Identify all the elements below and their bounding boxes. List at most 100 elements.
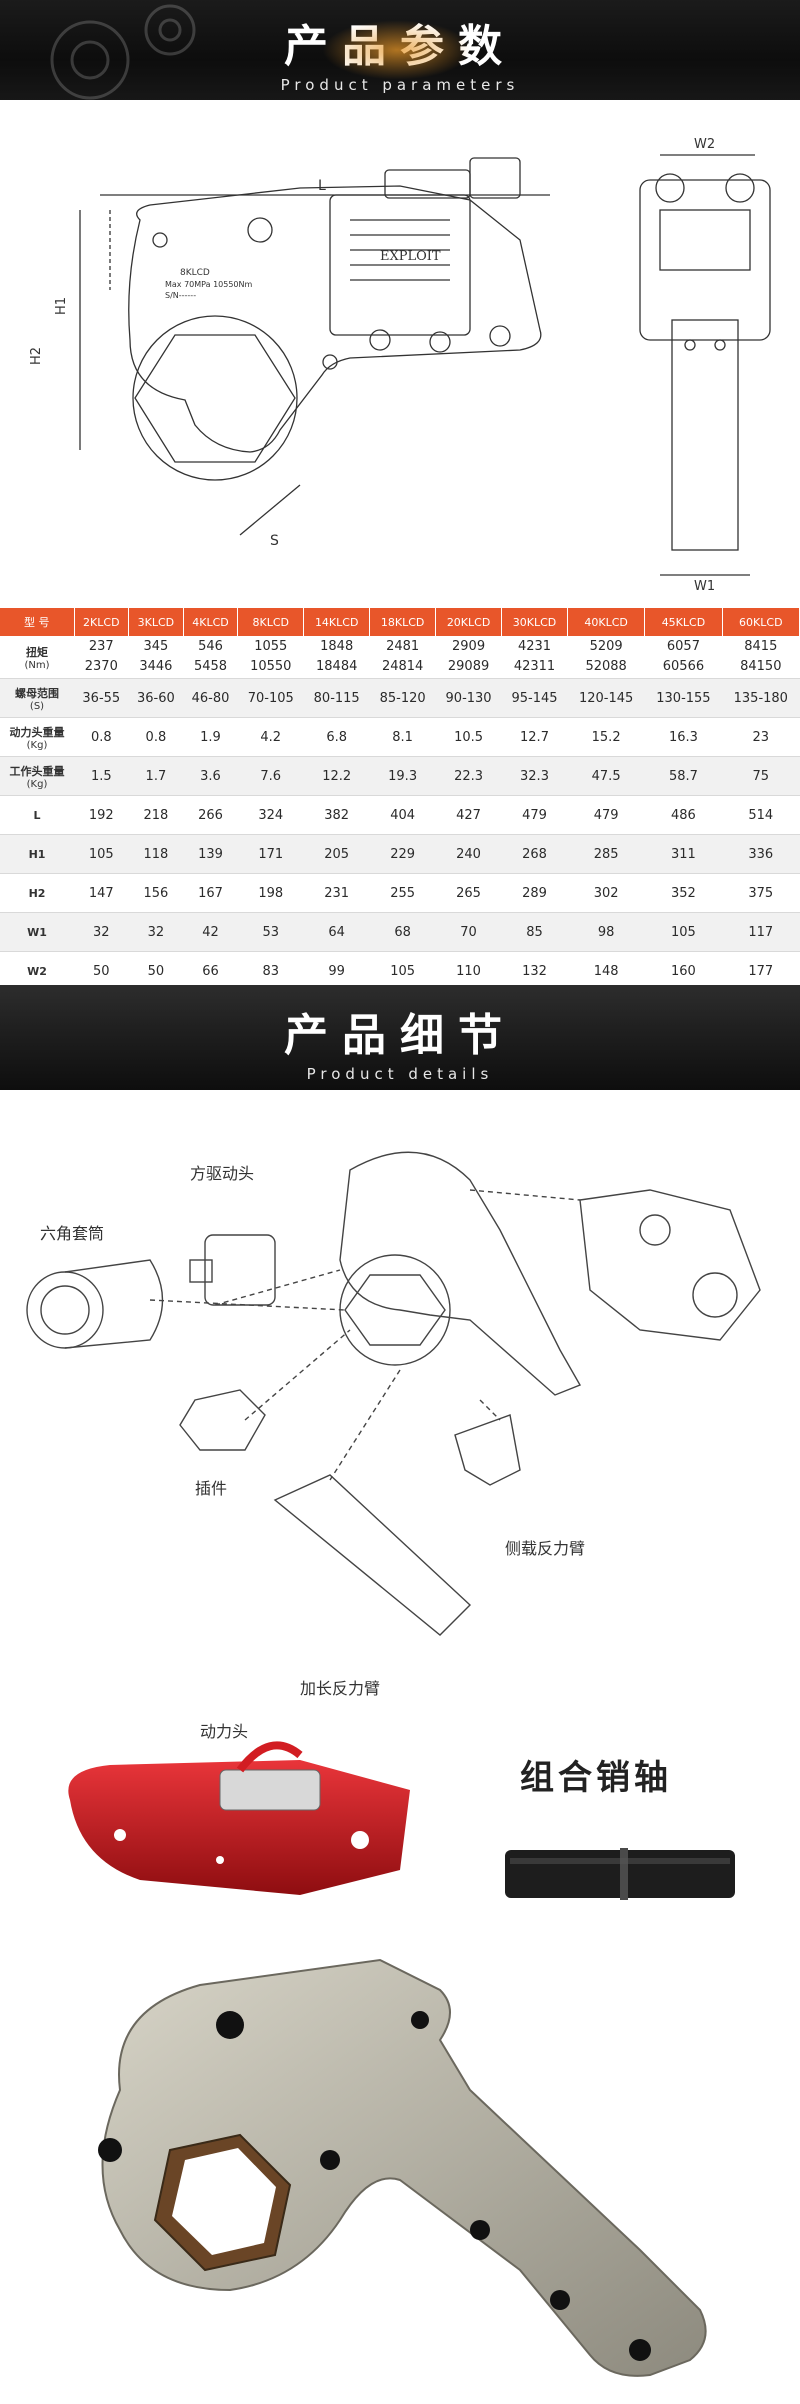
- accent-glow: [322, 20, 472, 80]
- pin-photo: [505, 1848, 735, 1900]
- table-header-model: 4KLCD: [183, 608, 239, 636]
- table-header-model: 40KLCD: [567, 608, 646, 636]
- table-cell: 130-155: [644, 678, 723, 718]
- table-cell: 192: [74, 795, 129, 835]
- model-label: 8KLCD: [180, 268, 210, 278]
- table-cell: 117: [722, 912, 800, 952]
- row-label-unit: (Kg): [26, 739, 48, 751]
- table-cell: 382: [303, 795, 370, 835]
- table-header-model: 20KLCD: [435, 608, 503, 636]
- table-cell: 218: [128, 795, 184, 835]
- cell-value: 237: [88, 639, 114, 654]
- table-cell: 255: [369, 873, 436, 913]
- cell-value: 8415: [744, 639, 778, 654]
- table-cell: 46-80: [183, 678, 238, 718]
- cell-value: 60566: [662, 659, 705, 674]
- table-cell: 311: [644, 834, 723, 874]
- cell-value: 345: [143, 639, 169, 654]
- wrench-link-photo: [98, 1958, 707, 2377]
- table-cell: 64: [303, 912, 370, 952]
- dim-label-L: L: [318, 178, 326, 194]
- table-cell: 0.8: [74, 717, 129, 757]
- table-cell: 12.2: [303, 756, 370, 796]
- row-label-unit: (Kg): [26, 778, 48, 790]
- table-cell: 32: [128, 912, 184, 952]
- power-head-photo: [68, 1741, 410, 1895]
- row-label: 工作头重量(Kg): [0, 756, 74, 796]
- table-cell: 85-120: [369, 678, 436, 718]
- table-cell: 42: [183, 912, 238, 952]
- table-cell: 1.7: [128, 756, 184, 796]
- dim-label-H1: H1: [54, 297, 69, 315]
- table-cell: 0.8: [128, 717, 184, 757]
- table-cell: 1.5: [74, 756, 129, 796]
- table-cell: 23: [722, 717, 800, 757]
- cell-value: 6057: [666, 639, 700, 654]
- row-label: 扭矩(Nm): [0, 636, 74, 679]
- wrench-drawing: L H1 H2 S W1 W2 EXPLOIT 8KLCD Max 70MPa …: [29, 137, 771, 594]
- table-header-model: 60KLCD: [722, 608, 800, 636]
- brand-label: EXPLOIT: [380, 249, 441, 264]
- table-cell: 32.3: [501, 756, 568, 796]
- callout-hex-socket: 六角套筒: [40, 1224, 105, 1243]
- table-cell: 16.3: [644, 717, 723, 757]
- table-cell: 50: [74, 951, 129, 991]
- table-cell: 404: [369, 795, 436, 835]
- table-header-model: 14KLCD: [303, 608, 371, 636]
- section-subtitle: Product parameters: [280, 76, 520, 94]
- table-cell: 427: [435, 795, 502, 835]
- table-cell: 139: [183, 834, 238, 874]
- table-cell: 12.7: [501, 717, 568, 757]
- row-label-text: 动力头重量: [9, 725, 65, 739]
- cell-value: 5209: [589, 639, 623, 654]
- table-cell: 50: [128, 951, 184, 991]
- row-label-unit: (S): [29, 700, 45, 712]
- table-cell: 514: [722, 795, 800, 835]
- table-cell: 53: [237, 912, 304, 952]
- table-cell: 486: [644, 795, 723, 835]
- row-label-unit: (Nm): [24, 659, 50, 671]
- cell-value: 546: [198, 639, 223, 654]
- gear-icon: [50, 4, 196, 100]
- table-cell: 58.7: [644, 756, 723, 796]
- table-header-model: 45KLCD: [644, 608, 723, 636]
- row-label: 螺母范围(S): [0, 678, 74, 718]
- cell-value: 2370: [84, 659, 118, 674]
- spec-line: Max 70MPa 10550Nm: [165, 280, 253, 289]
- sn-line: S/N------: [165, 291, 196, 300]
- table-cell: 3.6: [183, 756, 238, 796]
- table-cell: 289: [501, 873, 568, 913]
- row-label-text: H2: [28, 886, 46, 900]
- table-cell: 302: [567, 873, 645, 913]
- table-cell: 6057 60566: [644, 636, 723, 679]
- table-cell: 110: [435, 951, 502, 991]
- photo-section: 动力头 组合销轴: [0, 1710, 800, 2400]
- table-cell: 177: [722, 951, 800, 991]
- details-banner: 产品细节 Product details: [0, 985, 800, 1090]
- table-cell: 268: [501, 834, 568, 874]
- callout-square-drive: 方驱动头: [190, 1164, 255, 1183]
- table-cell: 479: [567, 795, 645, 835]
- table-cell: 95-145: [501, 678, 568, 718]
- table-cell: 240: [435, 834, 502, 874]
- table-cell: 68: [369, 912, 436, 952]
- cell-value: 4231: [517, 639, 552, 654]
- table-cell: 7.6: [237, 756, 304, 796]
- row-label-text: W2: [27, 964, 47, 978]
- table-cell: 105: [74, 834, 129, 874]
- row-label-text: 工作头重量: [9, 764, 65, 778]
- row-label-text: L: [33, 808, 41, 822]
- cell-value: 2481: [386, 639, 420, 654]
- power-head-label: 动力头: [200, 1722, 249, 1741]
